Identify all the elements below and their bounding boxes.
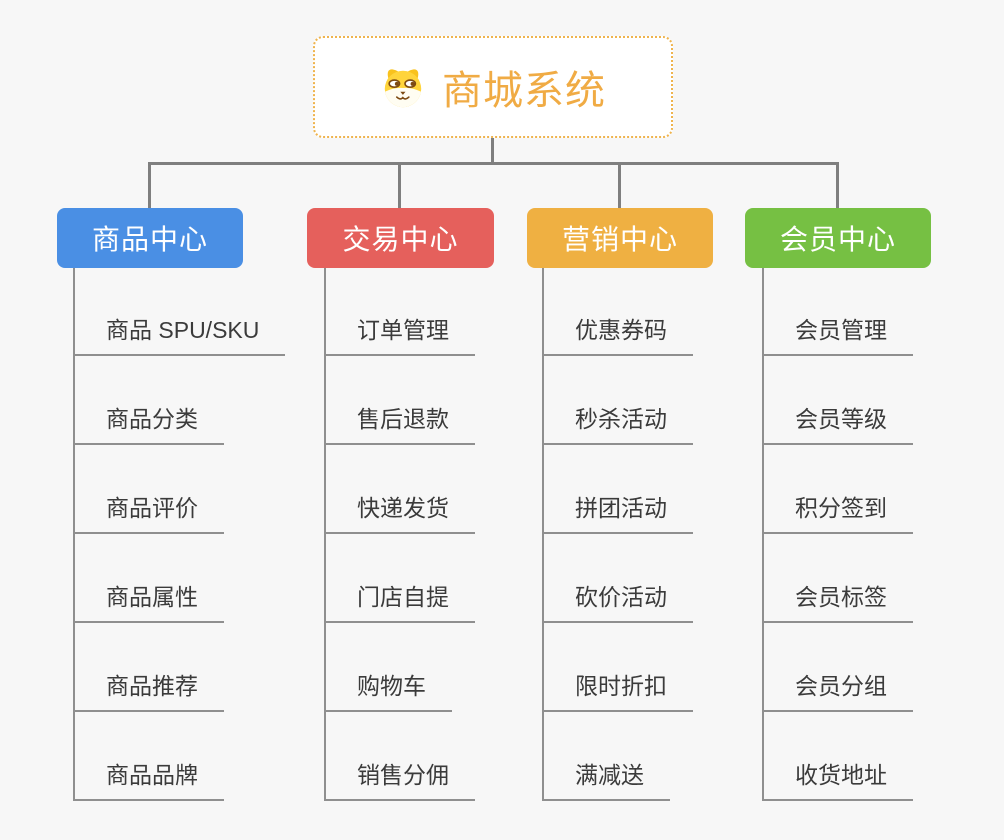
connector-drop-trade	[398, 162, 401, 208]
branch-label: 商品中心	[91, 224, 208, 255]
branch-node-trade-center[interactable]: 交易中心	[307, 208, 494, 268]
branch-node-marketing-center[interactable]: 营销中心	[527, 208, 713, 268]
topic-node[interactable]: 商品评价	[73, 489, 224, 534]
connector-drop-goods	[148, 162, 151, 208]
leaf-column-trade: 订单管理 售后退款 快递发货 门店自提 购物车 销售分佣	[324, 268, 475, 801]
topic-node[interactable]: 商品分类	[73, 400, 224, 445]
topic-node[interactable]: 会员标签	[762, 578, 913, 623]
topic-node[interactable]: 积分签到	[762, 489, 913, 534]
connector-drop-marketing	[618, 162, 621, 208]
topic-node[interactable]: 会员等级	[762, 400, 913, 445]
topic-node[interactable]: 满减送	[542, 756, 670, 801]
topic-node[interactable]: 商品属性	[73, 578, 224, 623]
topic-node[interactable]: 商品推荐	[73, 667, 224, 712]
topic-node[interactable]: 砍价活动	[542, 578, 693, 623]
topic-node[interactable]: 门店自提	[324, 578, 475, 623]
connector-horizontal-bus	[149, 162, 839, 165]
leaf-column-member: 会员管理 会员等级 积分签到 会员标签 会员分组 收货地址	[762, 268, 913, 801]
branch-node-goods-center[interactable]: 商品中心	[57, 208, 243, 268]
topic-node[interactable]: 订单管理	[324, 311, 475, 356]
topic-node[interactable]: 购物车	[324, 667, 452, 712]
topic-node[interactable]: 会员分组	[762, 667, 913, 712]
branch-node-member-center[interactable]: 会员中心	[745, 208, 931, 268]
topic-node[interactable]: 销售分佣	[324, 756, 475, 801]
leaf-column-goods: 商品 SPU/SKU 商品分类 商品评价 商品属性 商品推荐 商品品牌	[73, 268, 286, 801]
dog-face-icon	[384, 69, 422, 108]
connector-root-stub	[491, 138, 494, 163]
topic-node[interactable]: 会员管理	[762, 311, 913, 356]
topic-node[interactable]: 售后退款	[324, 400, 475, 445]
topic-node[interactable]: 快递发货	[324, 489, 475, 534]
topic-node[interactable]: 秒杀活动	[542, 400, 693, 445]
leaf-column-marketing: 优惠券码 秒杀活动 拼团活动 砍价活动 限时折扣 满减送	[542, 268, 693, 801]
topic-node[interactable]: 商品 SPU/SKU	[73, 311, 286, 356]
connector-drop-member	[836, 162, 839, 208]
root-title: 商城系统	[442, 69, 606, 113]
topic-node[interactable]: 优惠券码	[542, 311, 693, 356]
branch-label: 交易中心	[342, 224, 459, 255]
topic-node[interactable]: 限时折扣	[542, 667, 693, 712]
branch-label: 营销中心	[561, 224, 678, 255]
topic-node[interactable]: 拼团活动	[542, 489, 693, 534]
topic-node[interactable]: 商品品牌	[73, 756, 224, 801]
branch-label: 会员中心	[779, 224, 896, 255]
topic-node[interactable]: 收货地址	[762, 756, 913, 801]
root-node[interactable]: 商城系统	[313, 36, 673, 138]
